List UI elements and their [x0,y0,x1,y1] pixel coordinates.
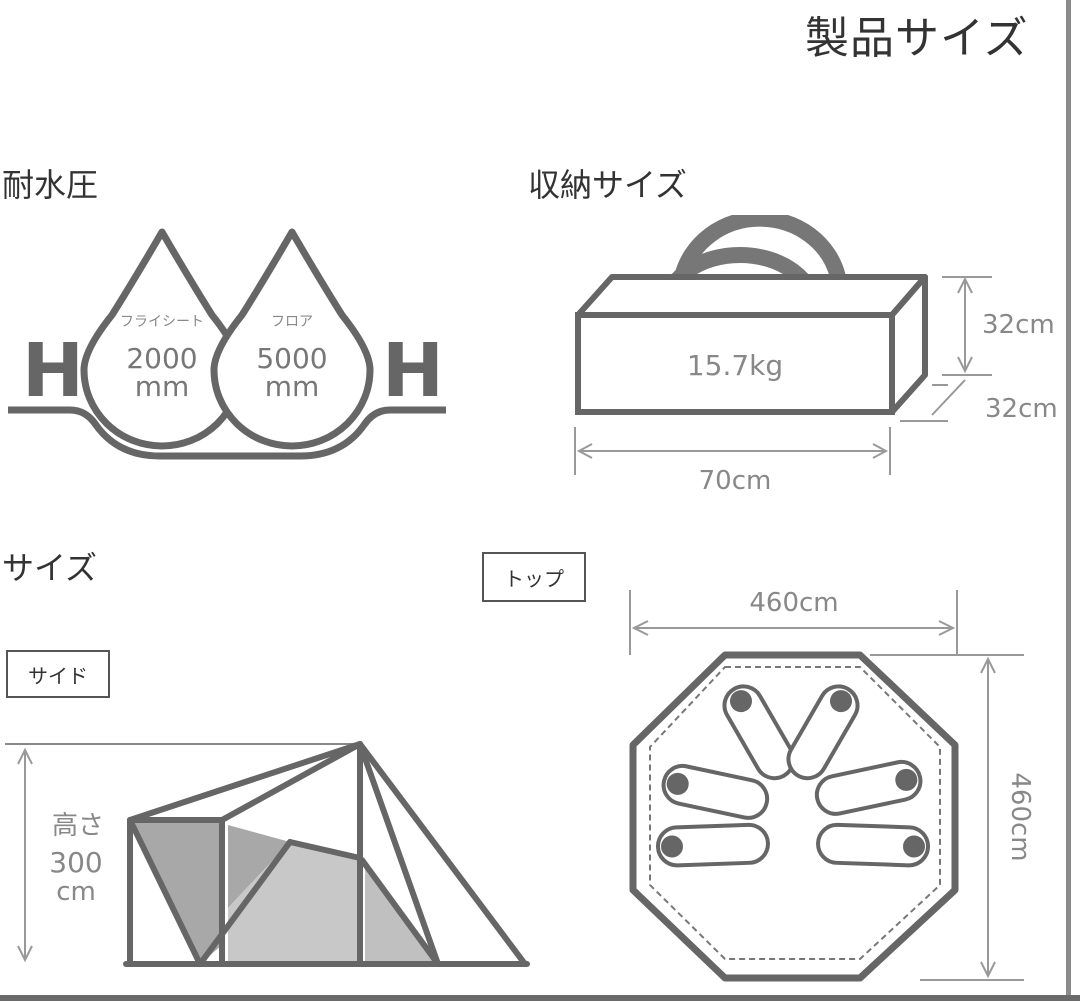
sleeping-bags [655,684,931,868]
bag-width: 70cm [699,466,772,496]
h-letter-left: H [22,328,84,414]
side-view-tag: サイド [6,650,110,698]
page-title: 製品サイズ [805,13,1029,64]
water-drop-fly-icon [80,228,244,450]
tent-side-diagram: 高さ 300 cm [5,741,530,967]
tent-body-panel [228,842,360,964]
bag-depth: 32cm [985,394,1058,424]
bag-height: 32cm [982,310,1055,340]
bag-weight: 15.7kg [687,349,783,382]
water-drop-floor-icon [210,228,374,450]
side-height-unit: cm [56,877,96,907]
bag-front-face [575,312,895,415]
side-height-label: 高さ [52,811,104,841]
drop1-label: フライシート [120,314,204,330]
bag-handle-back-icon [674,215,846,280]
tent-door-panel [130,820,222,964]
drop2-label: フロア [271,314,313,330]
right-divider [1066,0,1071,1001]
top-width: 460cm [749,588,838,618]
drop1-unit: mm [135,370,190,403]
drop2-value: 5000 [256,342,327,375]
tent-floor-octagon [629,651,959,982]
side-height-value: 300 [49,846,102,879]
drop2-unit: mm [265,370,320,403]
drop1-value: 2000 [126,342,197,375]
water-pressure-diagram: H H フライシート 2000 mm フロア 5000 mm [8,228,446,460]
ground-outline-icon [8,406,446,460]
storage-bag-diagram: 15.7kg 32cm 32cm 70cm [574,215,1058,496]
bottom-divider [0,995,1080,1001]
water-pressure-heading: 耐水圧 [2,166,99,204]
bag-top-face [575,274,928,318]
tent-window-panel [228,825,290,908]
tent-top-diagram: 460cm 460cm [629,588,1035,982]
size-heading: サイズ [2,549,98,587]
top-depth: 460cm [1005,772,1035,861]
storage-heading: 収納サイズ [528,166,688,204]
tent-inner-outline [649,666,941,960]
top-view-tag: トップ [482,552,586,602]
h-letter-right: H [382,328,444,414]
